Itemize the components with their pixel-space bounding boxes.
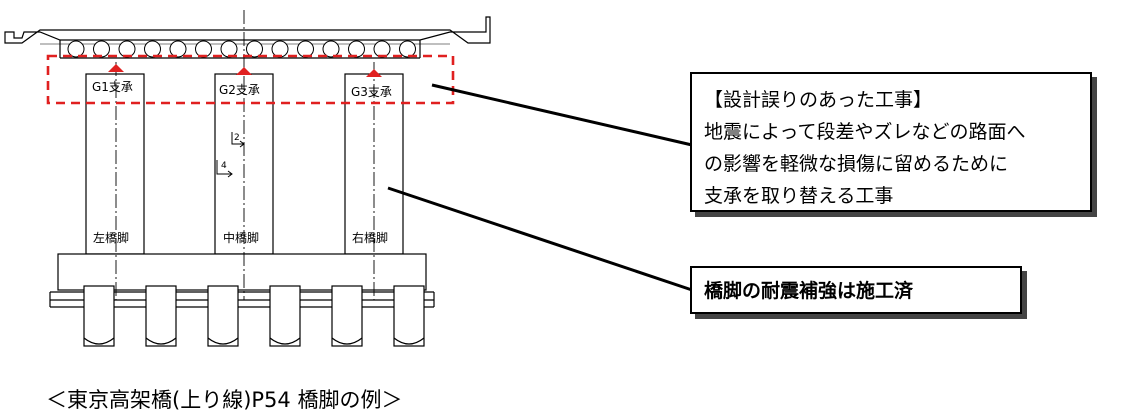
- deck-void: [399, 40, 416, 58]
- pile-break: [145, 337, 177, 345]
- design-error-title: 【設計誤りのあった工事】: [704, 89, 933, 111]
- piles: [83, 285, 425, 347]
- pile: [207, 285, 239, 347]
- deck-void: [93, 40, 110, 58]
- pile-break: [393, 337, 425, 345]
- section-marker-4: [216, 160, 233, 178]
- pile: [331, 285, 363, 347]
- deck-void: [220, 40, 238, 58]
- pier-left: [85, 73, 145, 255]
- leader-line-seismic: [387, 186, 693, 292]
- pile-break: [331, 337, 363, 345]
- deck-void: [195, 40, 212, 58]
- deck-void: [246, 40, 263, 58]
- bearing-label-g3: G3支承: [351, 85, 392, 99]
- deck-void: [118, 40, 136, 58]
- deck-void: [271, 40, 289, 58]
- deck-void: [144, 40, 161, 58]
- deck-void: [297, 40, 314, 58]
- pile-break: [83, 337, 115, 345]
- section-mark-2: 2: [234, 133, 240, 143]
- pier-label-right: 右橋脚: [352, 230, 388, 245]
- leader-line-design: [431, 83, 693, 147]
- deck-voids: [67, 40, 416, 58]
- pile-break: [269, 337, 301, 345]
- pier-label-center: 中橋脚: [223, 230, 259, 245]
- pile: [393, 285, 425, 347]
- center-lines: [115, 10, 375, 300]
- seismic-callout: 橋脚の耐震補強は施工済: [690, 266, 1022, 314]
- design-error-callout: 【設計誤りのあった工事】 地震によって段差やズレなどの路面へ の影響を軽微な損傷…: [690, 72, 1092, 212]
- bearing-highlight-box: [46, 54, 455, 105]
- deck-void: [348, 40, 365, 58]
- pile: [83, 285, 115, 347]
- deck-void: [67, 40, 85, 58]
- pier-label-left: 左橋脚: [93, 230, 129, 245]
- section-marker-2: [231, 132, 245, 148]
- pile-break: [207, 337, 239, 345]
- bearing-marker-g3: [366, 69, 382, 77]
- bearing-marker-g1: [108, 64, 124, 72]
- design-error-line-3: 支承を取り替える工事: [704, 185, 894, 207]
- bearing-label-g1: G1支承: [92, 80, 133, 94]
- bearing-marker-g2: [236, 67, 252, 75]
- figure-caption: ＜東京高架橋(上り線)P54 橋脚の例＞: [46, 388, 403, 412]
- seismic-callout-text: 橋脚の耐震補強は施工済: [704, 280, 914, 302]
- bearing-label-g2: G2支承: [219, 83, 260, 97]
- footing: [49, 253, 435, 308]
- deck-void: [169, 40, 187, 58]
- pile: [269, 285, 301, 347]
- design-error-line-2: の影響を軽微な損傷に留めるために: [704, 153, 1009, 175]
- design-error-line-1: 地震によって段差やズレなどの路面へ: [704, 121, 1026, 143]
- deck-void: [373, 40, 391, 58]
- pile: [145, 285, 177, 347]
- section-mark-4: 4: [221, 161, 227, 171]
- deck-void: [322, 40, 340, 58]
